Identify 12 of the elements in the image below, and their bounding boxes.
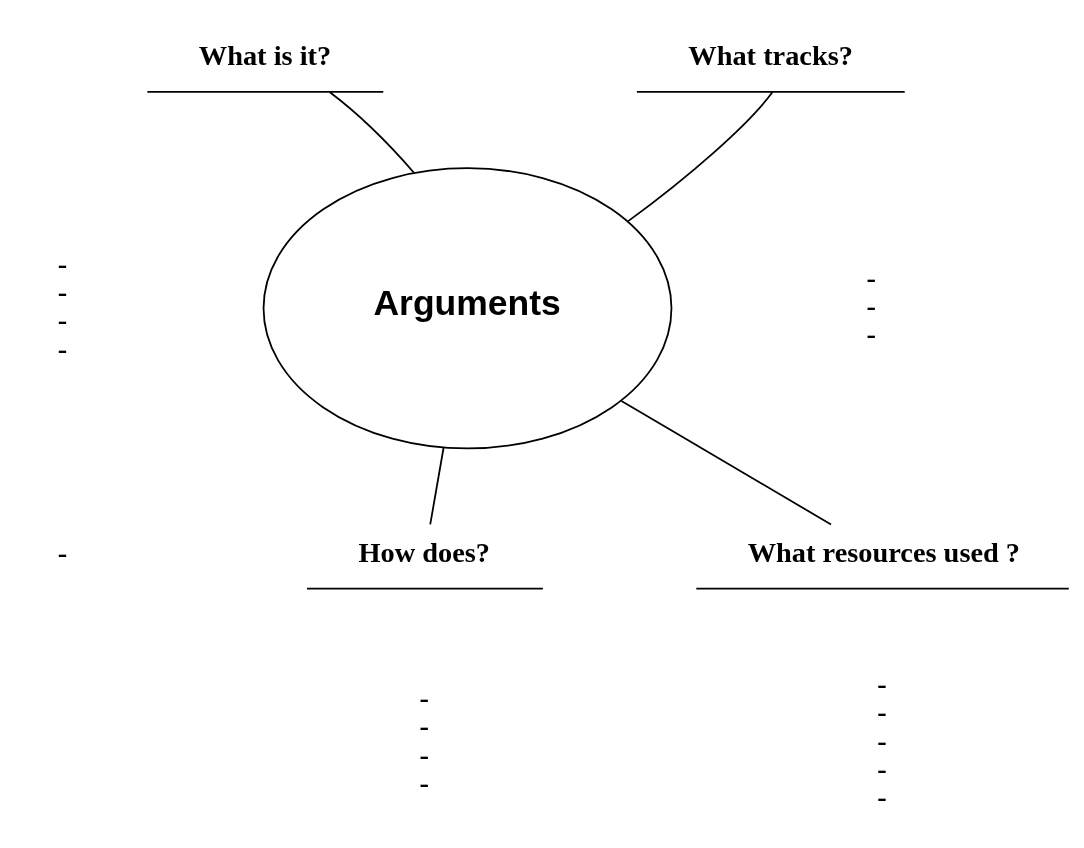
- node-ellipse: Arguments: [262, 166, 673, 449]
- connector: [429, 446, 445, 525]
- node-label: -: [57, 247, 68, 278]
- node-text: What is it?: [198, 39, 332, 71]
- node-text: What resources used ?: [747, 536, 1021, 568]
- connector: [328, 90, 415, 174]
- connector: [626, 90, 774, 222]
- node-text: What tracks?: [688, 39, 853, 71]
- label: -: [57, 536, 68, 568]
- node-label: -: [57, 332, 68, 364]
- node-text: How does?: [358, 536, 491, 568]
- connector: [620, 399, 832, 525]
